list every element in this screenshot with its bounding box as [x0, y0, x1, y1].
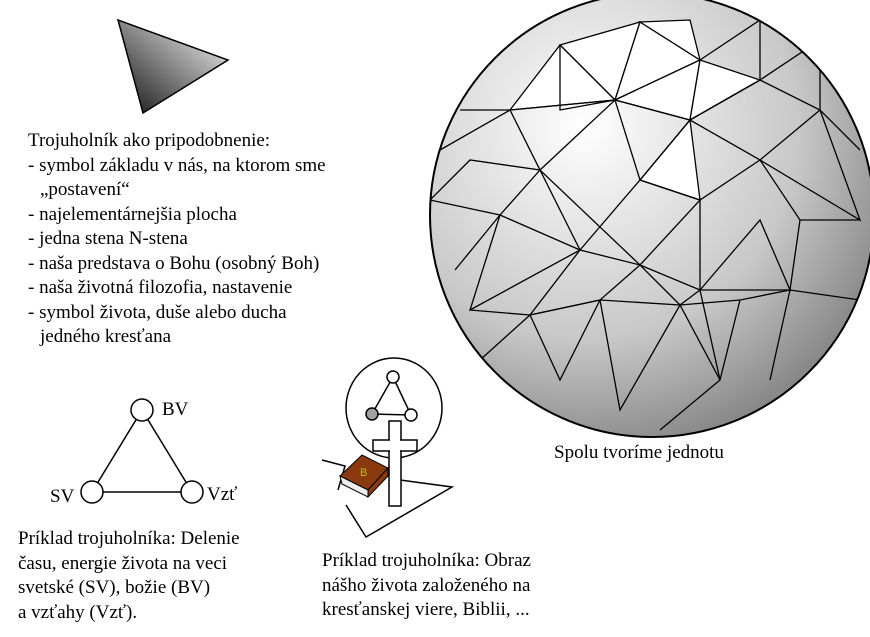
sphere-caption: Spolu tvoríme jednotu — [554, 442, 724, 463]
triangle-caption: a vzťahy (Vzť). — [18, 601, 138, 623]
life-caption: kresťanskej viere, Biblii, ... — [322, 599, 530, 620]
triangle-caption: svetské (SV), božie (BV) — [18, 577, 211, 598]
geodesic-sphere — [429, 0, 870, 438]
node-label-vzt: Vzť — [207, 484, 238, 505]
intro-item: - symbol života, duše alebo ducha — [28, 301, 287, 323]
life-caption: nášho života založeného na — [322, 574, 531, 596]
intro-item: - naša predstava o Bohu (osobný Boh) — [28, 252, 320, 274]
node-label-sv: SV — [50, 486, 75, 507]
intro-item: - jedna stena N-stena — [28, 228, 188, 249]
node-vzt — [180, 480, 204, 504]
svg-text:B: B — [360, 467, 367, 479]
life-diagram: B — [321, 357, 455, 539]
intro-item: „postavení“ — [40, 179, 130, 200]
bible-icon: B — [339, 454, 389, 499]
node-bv — [130, 398, 154, 422]
node-label-bv: BV — [162, 399, 189, 420]
intro-title: Trojuholník ako pripodobnenie: — [28, 130, 271, 151]
intro-item: - naša životná filozofia, nastavenie — [28, 277, 293, 298]
triangle-caption: Príklad trojuholníka: Delenie — [18, 528, 240, 549]
time-energy-triangle — [80, 398, 204, 504]
triangle-caption: času, energie života na veci — [18, 552, 228, 574]
intro-item: - symbol základu v nás, na ktorom sme — [28, 154, 326, 176]
intro-item: jedného kresťana — [40, 326, 172, 347]
cross-icon — [372, 420, 418, 507]
intro-item: - najelementárnejšia plocha — [28, 203, 237, 225]
node-sv — [80, 480, 104, 504]
gradient-triangle — [116, 18, 230, 115]
life-caption: Príklad trojuholníka: Obraz — [322, 550, 531, 571]
